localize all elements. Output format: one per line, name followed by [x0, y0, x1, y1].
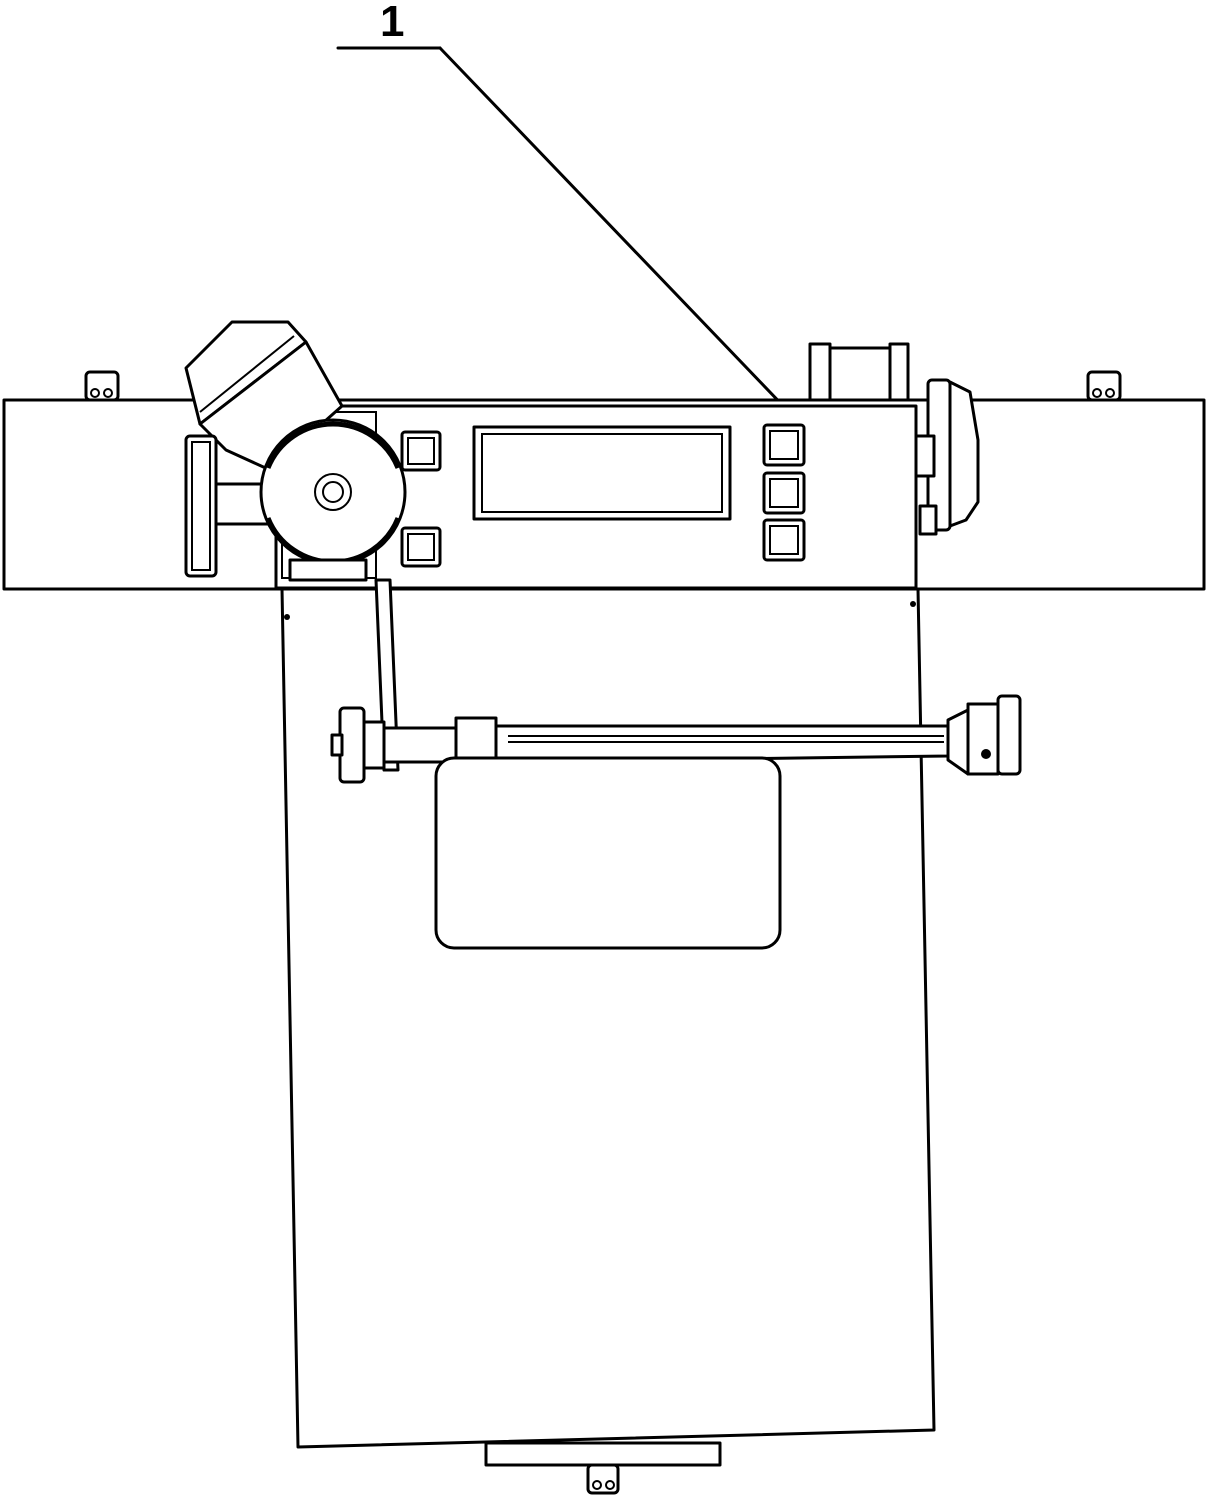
mount-nut-left	[84, 370, 120, 402]
right-clamp-assembly	[808, 342, 980, 536]
callout-number: 1	[380, 0, 404, 46]
panel-button-right-2	[762, 471, 806, 515]
panel-button-right-3	[762, 518, 806, 562]
mount-nut-bottom	[586, 1463, 620, 1495]
display-window	[472, 425, 732, 521]
knob-hub	[314, 473, 352, 511]
left-handwheel-assembly	[184, 320, 407, 582]
mount-nut-right	[1086, 370, 1122, 402]
lower-window	[434, 756, 782, 950]
shaft-end-knob-right	[996, 694, 1022, 776]
vertical-strut	[374, 578, 400, 772]
panel-button-left-top	[400, 430, 442, 472]
panel-button-right-1	[762, 423, 806, 467]
shaft-end-knob-left	[338, 706, 366, 784]
panel-button-left-bottom	[400, 526, 442, 568]
